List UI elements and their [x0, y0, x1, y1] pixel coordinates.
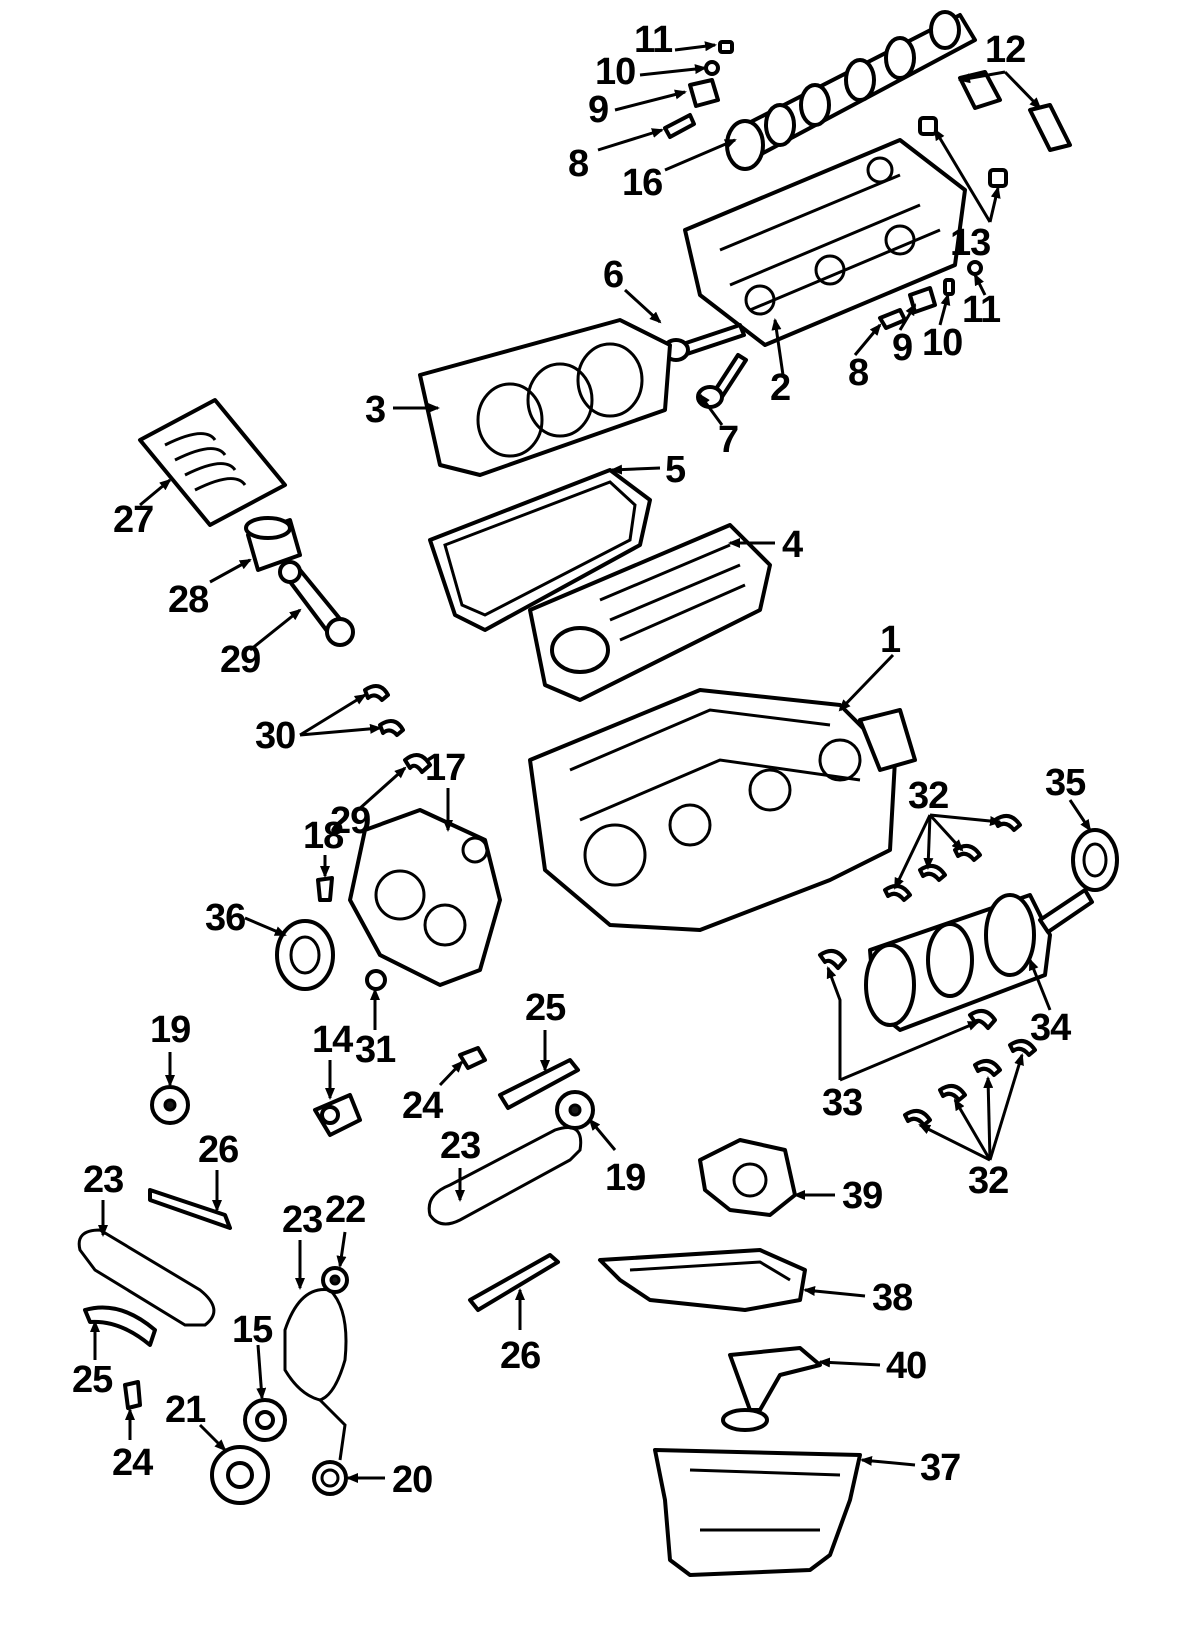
dowel — [316, 876, 334, 902]
main-bearings-lower — [903, 1039, 1037, 1127]
chain-guide-25-left — [83, 1305, 157, 1347]
timing-cover — [348, 808, 502, 987]
piston-ring-set — [138, 398, 287, 527]
crank-sprocket — [243, 1398, 287, 1442]
callout-25-center: 25 — [525, 987, 566, 1029]
callout-11-top: 11 — [634, 19, 673, 61]
callout-5: 5 — [665, 449, 686, 491]
rod-cap — [403, 753, 432, 774]
callout-23-primary: 23 — [282, 1199, 322, 1241]
crank-pulley — [275, 919, 335, 991]
callout-40: 40 — [886, 1345, 926, 1387]
guide-26-center — [468, 1253, 560, 1312]
piston — [244, 516, 302, 572]
callout-4: 4 — [782, 524, 803, 566]
callout-21: 21 — [165, 1389, 206, 1431]
oil-pickup — [721, 1346, 822, 1432]
callout-26-center: 26 — [500, 1335, 540, 1377]
callout-20: 20 — [392, 1459, 432, 1501]
valve-cover — [528, 523, 772, 702]
callout-10-top: 10 — [595, 51, 635, 93]
callout-38: 38 — [872, 1277, 912, 1319]
lash-adjusters — [918, 116, 1008, 188]
small-seal — [365, 969, 387, 991]
timing-chain-left — [77, 1228, 216, 1327]
crankshaft — [864, 888, 1094, 1032]
callout-26-left: 26 — [198, 1129, 238, 1171]
guide-26-left — [148, 1188, 232, 1230]
head-gasket — [418, 318, 672, 477]
bolt-24-center — [458, 1046, 487, 1070]
valve-7 — [696, 353, 748, 409]
callout-15: 15 — [232, 1309, 273, 1351]
oil-pan — [653, 1448, 862, 1577]
connecting-rod — [278, 560, 355, 647]
callout-32-upper: 32 — [908, 775, 948, 817]
callout-7: 7 — [718, 419, 738, 461]
callout-29-lower: 29 — [330, 800, 370, 842]
callout-24-left: 24 — [112, 1442, 153, 1484]
callout-8-top: 8 — [568, 143, 588, 185]
leader-lines — [90, 41, 1092, 1483]
callout-36: 36 — [205, 897, 245, 939]
callout-30: 30 — [255, 715, 295, 757]
callout-22: 22 — [325, 1189, 365, 1231]
callout-16: 16 — [622, 162, 662, 204]
valve-6 — [662, 323, 746, 362]
sprocket-21 — [210, 1445, 270, 1505]
callout-11-right: 11 — [962, 289, 1001, 331]
engine-block — [528, 688, 917, 932]
callout-labels: 1 2 3 4 5 6 7 8 9 10 11 12 13 16 11 10 9… — [72, 19, 1087, 1501]
main-bearings-upper — [883, 814, 1022, 902]
callout-9-top: 9 — [588, 89, 608, 131]
chain-tensioner — [313, 1093, 362, 1137]
cam-sprocket-left — [150, 1085, 190, 1125]
timing-chain-primary — [283, 1288, 348, 1402]
callout-34: 34 — [1030, 1007, 1071, 1049]
valve-parts-top — [663, 40, 734, 139]
callout-31: 31 — [355, 1029, 396, 1071]
callout-19-left: 19 — [150, 1009, 190, 1051]
callout-37: 37 — [920, 1447, 960, 1489]
callout-9-right: 9 — [892, 327, 912, 369]
callout-6: 6 — [603, 254, 623, 296]
callout-23-center: 23 — [440, 1125, 480, 1167]
callout-8-right: 8 — [848, 352, 868, 394]
callout-18: 18 — [303, 815, 343, 857]
valve-cover-gasket — [428, 468, 652, 632]
callout-23-left: 23 — [83, 1159, 123, 1201]
timing-chain-center — [427, 1126, 583, 1226]
callout-3: 3 — [365, 389, 385, 431]
callout-28: 28 — [168, 579, 208, 621]
front-seal — [312, 1460, 348, 1496]
callout-35: 35 — [1045, 762, 1086, 804]
oil-pump — [698, 1138, 797, 1217]
callout-29-top: 29 — [220, 639, 260, 681]
callout-17: 17 — [425, 747, 465, 789]
callout-39: 39 — [842, 1175, 882, 1217]
rod-bearings — [363, 684, 405, 737]
callout-12: 12 — [985, 29, 1025, 71]
callout-19-center: 19 — [605, 1157, 645, 1199]
callout-10-right: 10 — [922, 322, 962, 364]
callout-33: 33 — [822, 1082, 862, 1124]
callout-25-left: 25 — [72, 1359, 113, 1401]
idler-22 — [321, 1266, 349, 1294]
cam-sprocket-center — [555, 1090, 595, 1130]
callout-27: 27 — [113, 499, 153, 541]
callout-32-lower: 32 — [968, 1160, 1008, 1202]
callout-1: 1 — [880, 619, 901, 661]
rear-main-seal — [1071, 828, 1119, 892]
bolt-24-left — [123, 1380, 142, 1410]
callout-14: 14 — [312, 1019, 353, 1061]
camshaft — [725, 10, 977, 171]
callout-2: 2 — [770, 367, 790, 409]
callout-13: 13 — [950, 222, 990, 264]
cylinder-head — [683, 138, 967, 347]
upper-oil-pan — [598, 1248, 807, 1312]
callout-24-center: 24 — [402, 1085, 443, 1127]
